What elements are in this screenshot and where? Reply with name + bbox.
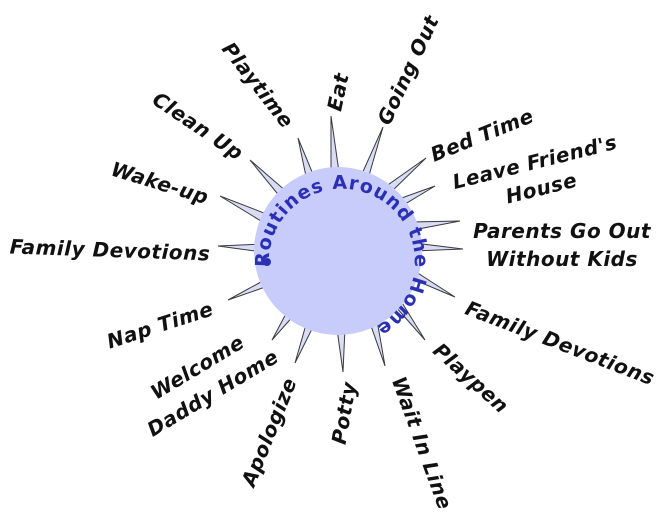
routine-label-potty: Potty bbox=[327, 379, 362, 446]
routine-label-line: Wait In Line bbox=[387, 373, 457, 512]
routine-label-line: Potty bbox=[327, 379, 362, 446]
ray-eat bbox=[330, 115, 340, 173]
routine-label-wait-in-line: Wait In Line bbox=[387, 373, 457, 512]
routine-label-line: Wake-up bbox=[108, 157, 211, 209]
routine-label-family-devotions-left: Family Devotions bbox=[9, 235, 210, 266]
routine-label-line: Playtime bbox=[217, 37, 299, 132]
routine-label-line: Family Devotions bbox=[9, 235, 210, 266]
ray-going-out bbox=[360, 126, 384, 180]
routine-label-wake-up: Wake-up bbox=[108, 157, 211, 209]
routine-label-line: Playpen bbox=[428, 338, 513, 418]
routine-label-going-out: Going Out bbox=[372, 11, 444, 129]
routine-label-line: Going Out bbox=[372, 11, 444, 129]
routine-label-line: Parents Go Out bbox=[473, 219, 652, 243]
routine-label-line: Family Devotions bbox=[462, 296, 658, 390]
center-bullet-icon bbox=[263, 258, 271, 266]
routine-label-clean-up: Clean Up bbox=[148, 87, 248, 165]
routine-label-eat: Eat bbox=[322, 70, 354, 113]
ray-wake-up bbox=[219, 195, 265, 222]
routine-label-line: Nap Time bbox=[104, 297, 216, 354]
center-hub bbox=[254, 167, 422, 335]
routine-label-playtime: Playtime bbox=[217, 37, 299, 132]
routine-label-apologize: Apologize bbox=[236, 374, 302, 491]
routine-label-family-devotions-right: Family Devotions bbox=[462, 296, 658, 390]
routine-label-line: Without Kids bbox=[486, 247, 638, 271]
routine-label-line: Clean Up bbox=[148, 87, 248, 165]
routine-label-playpen: Playpen bbox=[428, 338, 513, 418]
routine-label-line: Apologize bbox=[236, 374, 302, 491]
routine-label-line: Eat bbox=[322, 70, 354, 113]
routine-label-nap-time: Nap Time bbox=[104, 297, 216, 354]
